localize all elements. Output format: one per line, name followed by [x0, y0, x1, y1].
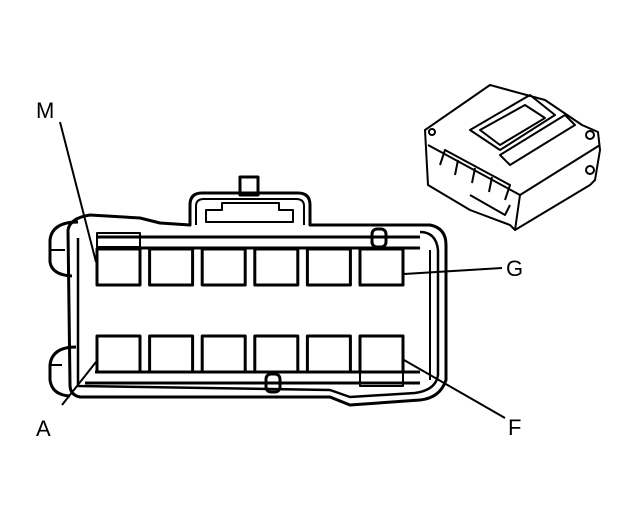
cavity-bottom-4 — [253, 334, 300, 374]
cavity-top-1 — [95, 247, 142, 287]
latch-tab — [238, 175, 260, 197]
key-bottom — [264, 372, 282, 394]
label-m: M — [36, 98, 55, 123]
housing-inner-outline — [76, 230, 440, 399]
cavity-bottom-1 — [95, 334, 142, 374]
label-a: A — [36, 416, 51, 441]
latch-frame — [195, 198, 305, 225]
label-g: G — [506, 256, 524, 281]
cavity-bottom-5 — [305, 334, 352, 374]
leader-g — [403, 267, 503, 275]
cavity-top-4 — [253, 247, 300, 287]
cavity-grid — [95, 247, 405, 374]
connector-isometric-view — [424, 84, 601, 231]
cavity-top-5 — [305, 247, 352, 287]
cavity-top-3 — [200, 247, 247, 287]
key-top — [370, 227, 388, 249]
cavity-bottom-6 — [358, 334, 405, 374]
label-f: F — [508, 415, 522, 440]
cavity-top-6 — [358, 247, 405, 287]
cavity-bottom-2 — [148, 334, 195, 374]
left-lower-bump — [48, 345, 77, 398]
leader-a — [61, 361, 97, 406]
leader-f — [403, 359, 506, 419]
leader-m — [59, 121, 97, 263]
cavity-bottom-3 — [200, 334, 247, 374]
housing-outline — [66, 191, 448, 407]
cavity-top-2 — [148, 247, 195, 287]
